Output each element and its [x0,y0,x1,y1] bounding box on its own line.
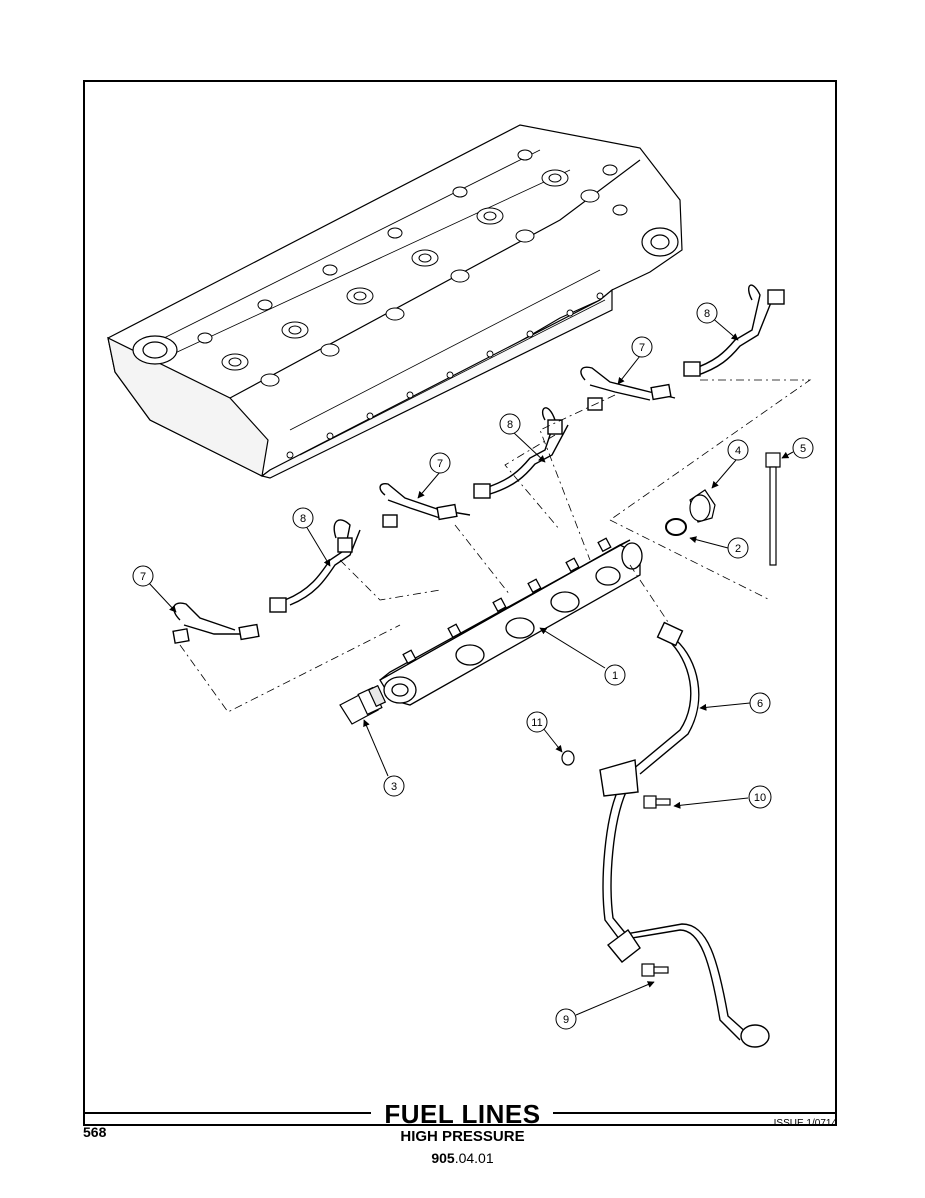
svg-text:2: 2 [735,543,741,555]
svg-text:9: 9 [563,1014,569,1026]
rail-bolt [765,452,781,566]
issue-label: ISSUE 1/0714 [773,1118,837,1129]
callout-3: 3 [383,775,405,797]
svg-text:1: 1 [612,670,618,682]
svg-text:11: 11 [531,717,542,729]
callout-10: 10 [748,785,772,809]
pressure-sensor [339,684,387,725]
callout-2: 2 [727,537,749,559]
callout-6: 6 [749,692,771,714]
title-rule-left [83,1112,371,1114]
section-code-major: 905 [431,1150,455,1166]
callout-11: 11 [526,711,548,733]
fuel-rail [379,537,643,706]
callout-8b: 8 [499,413,521,435]
page-title: FUEL LINES [384,1099,541,1129]
callout-7c: 7 [631,336,653,358]
svg-text:10: 10 [754,792,766,804]
callout-8c: 8 [696,302,718,324]
svg-text:6: 6 [757,698,763,710]
callout-7b: 7 [429,452,451,474]
svg-text:5: 5 [800,443,806,455]
svg-text:7: 7 [140,571,146,583]
title-rule-right [553,1112,837,1114]
svg-text:8: 8 [300,513,306,525]
section-code: 905.04.01 [0,1150,925,1166]
alignment-lines [179,379,812,713]
drawing-frame [83,80,837,1126]
svg-text:8: 8 [704,308,710,320]
svg-text:7: 7 [639,342,645,354]
callout-8a: 8 [292,507,314,529]
callout-1: 1 [604,664,626,686]
svg-text:7: 7 [437,458,443,470]
injector-lines [172,284,785,644]
page-number: 568 [83,1124,107,1140]
svg-text:8: 8 [507,419,513,431]
cylinder-head [107,124,683,479]
callout-5: 5 [792,437,814,459]
supply-line [599,621,770,1048]
callout-9: 9 [555,1008,577,1030]
page-subtitle: HIGH PRESSURE [400,1128,525,1145]
callout-leaders [147,315,794,1016]
callout-7a: 7 [132,565,154,587]
relief-valve [665,489,716,536]
callout-4: 4 [727,439,749,461]
section-code-minor: .04.01 [454,1150,494,1166]
small-fasteners [561,750,671,977]
svg-text:3: 3 [391,781,397,793]
svg-text:4: 4 [735,445,741,457]
callouts: 1 2 3 4 5 6 7 7 7 8 8 8 9 10 11 [132,302,814,1030]
